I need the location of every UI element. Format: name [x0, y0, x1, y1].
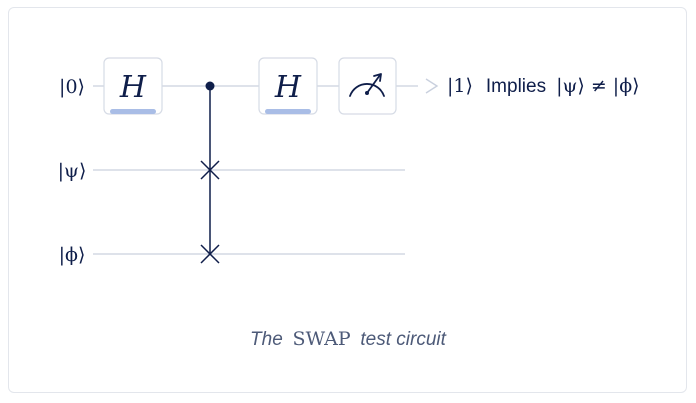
- qubit-label-psi: |ψ⟩: [58, 160, 87, 182]
- result-ket: |1⟩: [447, 75, 473, 97]
- hadamard-gate-2-label: H: [274, 70, 302, 105]
- result-word: Implies: [486, 76, 546, 97]
- qubit-label-phi: |ϕ⟩: [59, 244, 86, 266]
- measurement-gate: [338, 57, 397, 115]
- result-line: |1⟩ Implies |ψ⟩ ≠ |ϕ⟩: [447, 75, 640, 97]
- control-dot: [205, 81, 215, 91]
- caption-suffix: test circuit: [360, 329, 446, 350]
- hadamard-gate-2: H: [258, 57, 318, 115]
- swap-cross-psi: [200, 160, 220, 180]
- swap-cross-phi: [200, 244, 220, 264]
- output-arrow-icon: [425, 78, 439, 94]
- qubit-label-0: |0⟩: [59, 76, 85, 98]
- hadamard-gate-1-label: H: [119, 70, 147, 105]
- hadamard-gate-1: H: [103, 57, 163, 115]
- controlled-swap-gate: [200, 81, 220, 264]
- caption-swap: SWAP: [293, 328, 351, 350]
- result-formula: |ψ⟩ ≠ |ϕ⟩: [556, 75, 639, 97]
- meter-icon: [349, 73, 385, 97]
- caption-prefix: The: [250, 329, 283, 350]
- diagram-caption: The SWAP test circuit: [250, 328, 447, 350]
